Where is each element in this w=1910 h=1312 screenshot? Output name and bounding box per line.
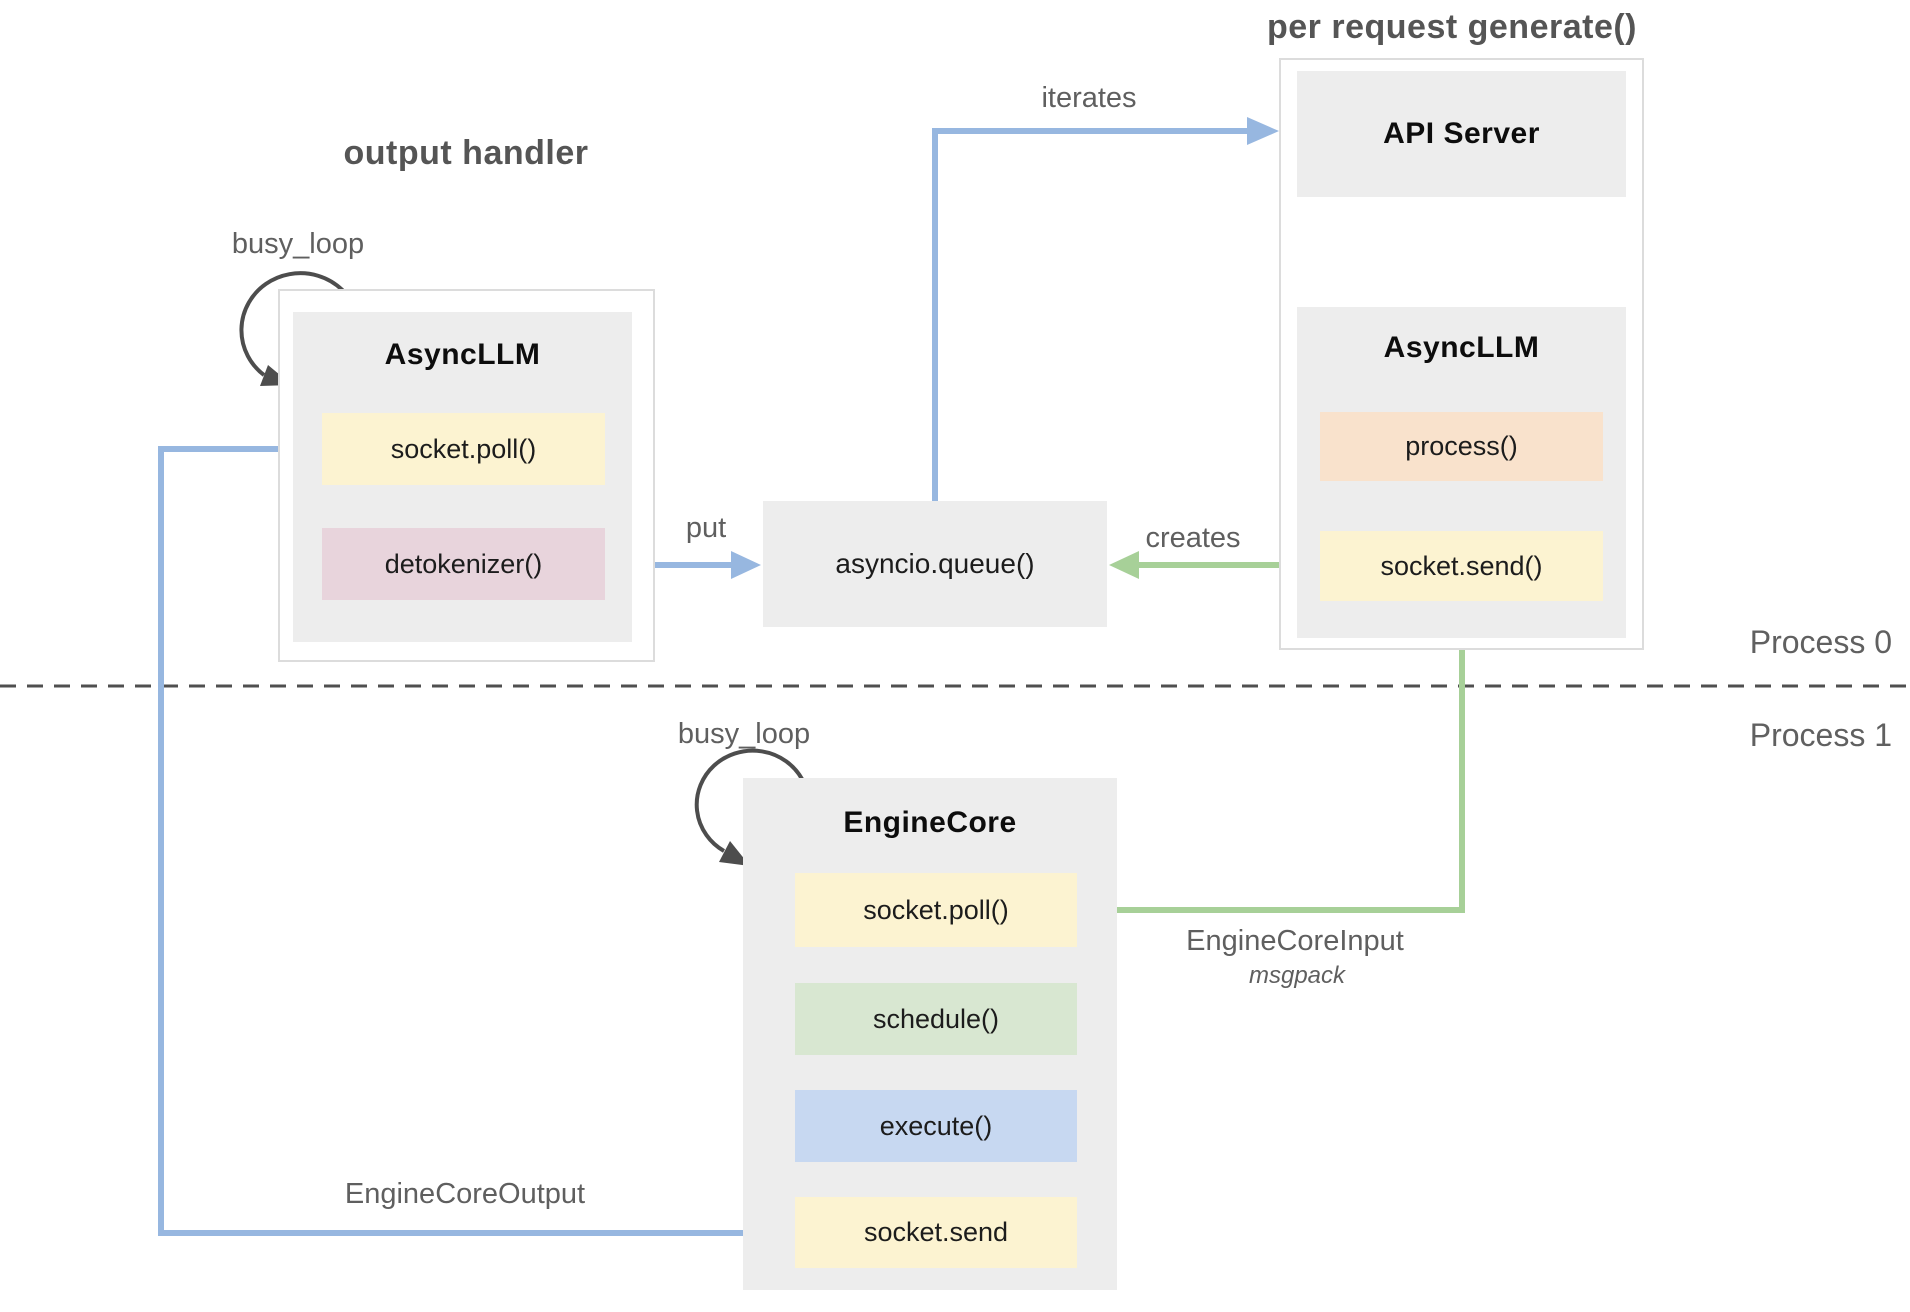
api-server-node: API Server xyxy=(1297,71,1626,197)
async-llm-request-title: AsyncLLM xyxy=(1383,331,1540,364)
iterates-arrow xyxy=(932,117,1279,503)
async-llm-output-detokenizer: detokenizer() xyxy=(322,528,605,600)
busy-loop-output-label: busy_loop xyxy=(231,228,365,260)
engine-core-title: EngineCore xyxy=(843,806,1017,839)
iterates-label: iterates xyxy=(1041,82,1137,114)
put-arrowhead xyxy=(731,551,761,579)
engine-core-input-label: EngineCoreInput xyxy=(1186,925,1404,957)
async-llm-output-socket-poll: socket.poll() xyxy=(322,413,605,485)
async-llm-request-socket-send: socket.send() xyxy=(1320,531,1603,601)
engine-core-execute: execute() xyxy=(795,1090,1077,1162)
process-1-label: Process 1 xyxy=(1749,717,1892,753)
engine-core-node: EngineCore socket.poll() schedule() exec… xyxy=(743,778,1117,1290)
creates-label: creates xyxy=(1145,522,1241,554)
api-server-title: API Server xyxy=(1383,117,1540,150)
engine-core-socket-send: socket.send xyxy=(795,1197,1077,1268)
creates-arrowhead xyxy=(1109,551,1139,579)
async-llm-request-process: process() xyxy=(1320,412,1603,481)
engine-core-schedule: schedule() xyxy=(795,983,1077,1055)
asyncio-queue-node: asyncio.queue() xyxy=(763,501,1107,627)
iterates-arrow-line xyxy=(932,128,1249,503)
engine-core-socket-poll: socket.poll() xyxy=(795,873,1077,947)
async-llm-output-title: AsyncLLM xyxy=(384,338,541,371)
async-llm-output-node: AsyncLLM socket.poll() detokenizer() xyxy=(293,312,632,642)
per-request-generate-title: per request generate() xyxy=(1267,8,1637,46)
async-llm-request-node: AsyncLLM process() socket.send() xyxy=(1297,307,1626,638)
engine-core-output-label: EngineCoreOutput xyxy=(344,1178,586,1210)
iterates-arrowhead xyxy=(1247,117,1279,145)
process-0-label: Process 0 xyxy=(1749,624,1892,660)
engine-core-input-format-label: msgpack xyxy=(1248,962,1346,989)
busy-loop-engine-label: busy_loop xyxy=(677,718,811,750)
output-handler-title: output handler xyxy=(343,134,589,172)
put-label: put xyxy=(685,512,727,544)
